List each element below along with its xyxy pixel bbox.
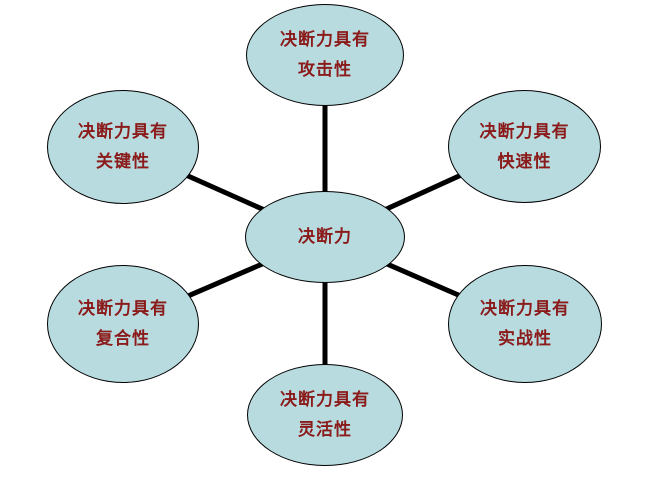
node-top-label-line2: 攻击性 (298, 60, 352, 79)
node-upper-left-label-line2: 关键性 (96, 152, 150, 171)
node-lower-right-label-line2: 实战性 (498, 329, 552, 348)
node-center: 决断力 (245, 191, 405, 283)
node-upper-right-label-line2: 快速性 (497, 151, 552, 171)
node-lower-left: 决断力具有 复合性 (47, 265, 199, 383)
node-top: 决断力具有 攻击性 (246, 4, 404, 106)
node-bottom: 决断力具有 灵活性 (247, 364, 403, 466)
node-center-label: 决断力 (298, 227, 352, 247)
node-top-label-line1: 决断力具有 (280, 30, 370, 50)
node-lower-right: 决断力具有 实战性 (448, 265, 602, 383)
node-bottom-label-line2: 灵活性 (298, 420, 352, 439)
node-upper-left: 决断力具有 关键性 (47, 90, 199, 204)
node-lower-right-label-line1: 决断力具有 (480, 299, 570, 319)
node-upper-right: 决断力具有 快速性 (448, 90, 601, 203)
node-upper-right-label-line1: 决断力具有 (479, 121, 570, 141)
node-lower-left-label-line1: 决断力具有 (78, 299, 168, 319)
node-upper-left-label-line1: 决断力具有 (78, 122, 168, 142)
node-lower-left-label-line2: 复合性 (96, 329, 150, 348)
node-bottom-label-line1: 决断力具有 (280, 390, 370, 410)
